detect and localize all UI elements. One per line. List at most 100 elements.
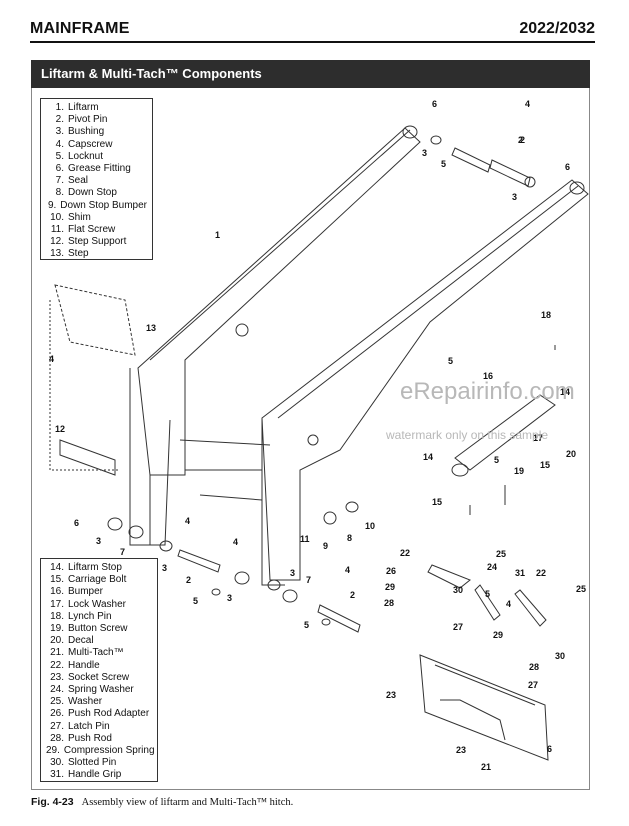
callout-number: 10 — [365, 521, 375, 531]
legend-number: 21. — [50, 647, 64, 659]
watermark-site: eRepairinfo.com — [400, 378, 575, 405]
legend-item: 6.Grease Fitting — [46, 163, 147, 175]
callout-number: 25 — [496, 549, 506, 559]
page-header-model: 2022/2032 — [519, 20, 595, 37]
callout-number: 3 — [422, 148, 427, 158]
legend-item: 17.Lock Washer — [46, 599, 152, 611]
figure-caption-text: Assembly view of liftarm and Multi-Tach™… — [81, 797, 294, 808]
callout-number: 3 — [96, 536, 101, 546]
legend-label: Bumper — [68, 586, 104, 598]
callout-number: 29 — [493, 630, 503, 640]
legend-number: 31. — [50, 769, 64, 781]
legend-number: 5. — [55, 150, 64, 162]
callout-number: 14 — [423, 452, 433, 462]
legend-item: 5. Locknut — [46, 151, 147, 163]
legend-label: Spring Washer — [68, 684, 134, 696]
diagram-frame — [31, 88, 590, 790]
legend-number: 14. — [50, 562, 64, 573]
callout-number: 15 — [540, 460, 550, 470]
legend-item: 25. Washer — [46, 696, 152, 708]
callout-number: 4 — [345, 565, 350, 575]
callout-number: 7 — [306, 575, 311, 585]
legend-number: 20. — [50, 635, 64, 647]
callout-number: 11 — [300, 534, 310, 544]
callout-number: 3 — [162, 563, 167, 573]
legend-label: Locknut — [68, 150, 104, 162]
callout-number: 17 — [533, 433, 543, 443]
legend-item: 24. Spring Washer — [46, 684, 152, 696]
callout-number: 15 — [432, 497, 442, 507]
step-plate — [54, 284, 136, 356]
legend-number: 17. — [50, 598, 64, 610]
legend-label: Flat Screw — [68, 224, 116, 236]
callout-number: 4 — [525, 99, 530, 109]
legend-item: 26.Push Rod Adapter — [46, 708, 152, 720]
legend-number: 9. — [47, 199, 57, 211]
section-title: Liftarm & Multi-Tach™ Components — [41, 66, 262, 81]
callout-number: 3 — [227, 593, 232, 603]
legend-label: Down Stop Bumper — [60, 199, 147, 211]
callout-number: 5 — [485, 589, 490, 599]
callout-number: 28 — [384, 598, 394, 608]
callout-number: 5 — [448, 356, 453, 366]
legend-item: 21. Multi-Tach™ — [46, 647, 152, 659]
legend-label: Washer — [68, 696, 103, 708]
legend-item: 15.Carriage Bolt — [46, 574, 152, 586]
legend-number: 24. — [50, 684, 64, 696]
legend-label: Grease Fitting — [68, 163, 131, 175]
callout-number: 18 — [541, 310, 551, 320]
callout-number: 13 — [146, 323, 156, 333]
callout-number: 24 — [487, 562, 497, 572]
figure-caption: Fig. 4-23 Assembly view of liftarm and Mu… — [31, 796, 293, 808]
legend-number: 13. — [50, 248, 64, 260]
callout-number: 20 — [566, 449, 576, 459]
callout-number: 5 — [304, 620, 309, 630]
legend-label: Button Screw — [68, 623, 128, 635]
legend-label: Socket Screw — [68, 671, 130, 683]
legend-label: Capscrew — [68, 138, 113, 150]
legend-label: Handle — [68, 659, 100, 671]
callout-number: 6 — [547, 744, 552, 754]
callout-number: 28 — [529, 662, 539, 672]
figure-number: Fig. 4-23 — [31, 796, 74, 808]
legend-item: 1.Liftarm — [46, 102, 147, 114]
legend-item: 22.Handle — [46, 660, 152, 672]
callout-number: 2 — [186, 575, 191, 585]
legend-label: Multi-Tach™ — [68, 647, 124, 659]
legend-item: 2.Pivot Pin — [46, 114, 147, 126]
callout-number: 2 — [520, 135, 525, 145]
legend-number: 25. — [50, 696, 64, 708]
legend-item: 19.Button Screw — [46, 623, 152, 635]
callout-number: 2 — [350, 590, 355, 600]
legend-item: 4.Capscrew — [46, 139, 147, 151]
legend-number: 11. — [50, 224, 64, 236]
legend-item: 30.Slotted Pin — [46, 757, 152, 769]
legend-label: Bushing — [68, 126, 105, 138]
legend-label: Shim — [68, 211, 91, 223]
legend-number: 1. — [55, 102, 64, 113]
legend-item: 10.Shim — [46, 212, 147, 224]
legend-item: 31.Handle Grip — [46, 769, 152, 781]
legend-number: 2. — [55, 114, 64, 126]
callout-number: 23 — [456, 745, 466, 755]
callout-number: 8 — [347, 533, 352, 543]
legend-item: 20. Decal — [46, 635, 152, 647]
legend-number: 7. — [55, 175, 64, 187]
legend-label: Compression Spring — [63, 745, 155, 757]
legend-number: 15. — [50, 574, 64, 586]
page-header-title: MAINFRAME — [30, 20, 130, 37]
legend-number: 30. — [50, 757, 64, 769]
callout-number: 7 — [120, 547, 125, 557]
legend-number: 8. — [55, 187, 64, 199]
liftarm-left — [137, 127, 421, 476]
legend-item: 13.Step — [46, 248, 147, 260]
legend-label: Decal — [68, 635, 94, 647]
callout-number: 9 — [323, 541, 328, 551]
callout-number: 22 — [400, 548, 410, 558]
callout-number: 14 — [560, 387, 570, 397]
legend-label: Liftarm Stop — [68, 562, 122, 573]
legend-label: Push Rod Adapter — [68, 708, 150, 720]
legend-item: 23.Socket Screw — [46, 672, 152, 684]
